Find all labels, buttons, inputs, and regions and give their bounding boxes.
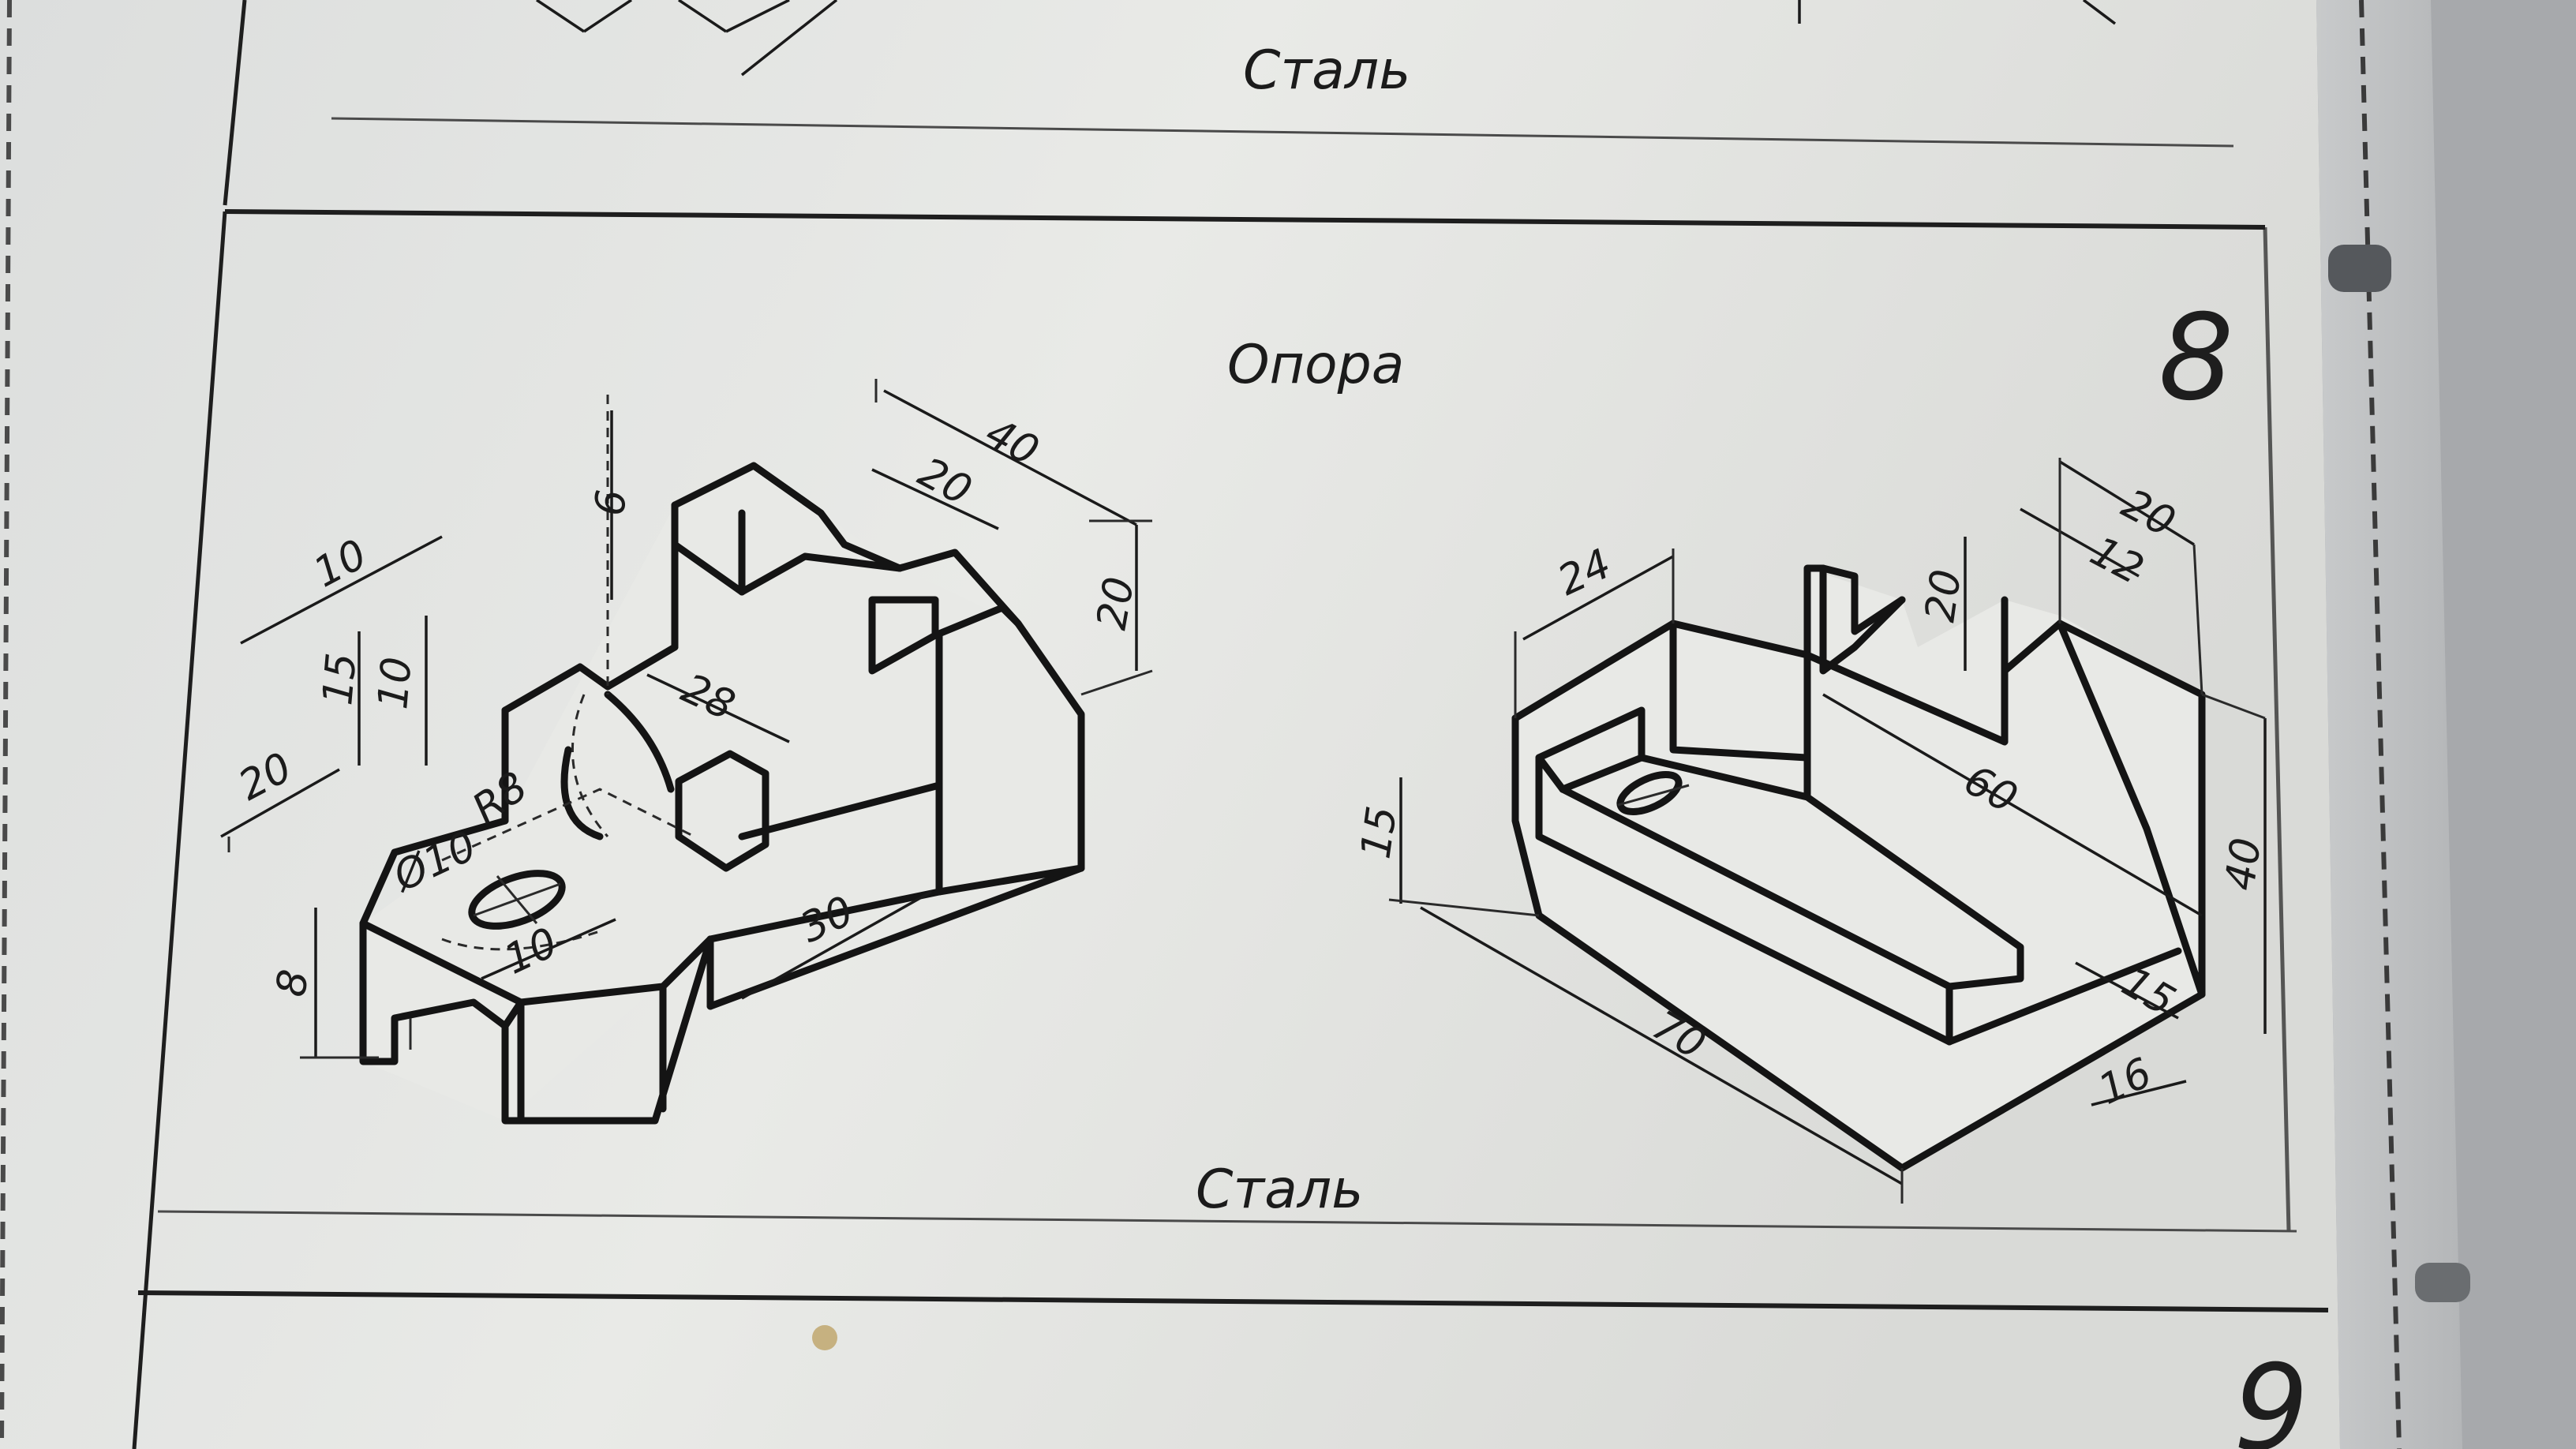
next-card-number: 9 [2233, 1340, 2308, 1449]
dim-40: 40 [2216, 835, 2271, 893]
left-isometric-view: 40 20 20 6 10 15 10 28 R8 20 Ø10 10 30 8 [220, 379, 1153, 1125]
dim-15-left: 15 [1352, 803, 1406, 862]
top-material-label: Сталь [1243, 39, 1410, 102]
dim-10-mid: 10 [369, 655, 421, 711]
card-number: 8 [2159, 290, 2233, 427]
previous-card-remnant: Сталь [536, 0, 2117, 102]
binding-ring-icon [2415, 1263, 2470, 1302]
part-title: Опора [1227, 334, 1404, 396]
dim-6: 6 [586, 488, 636, 518]
right-isometric-view: 24 20 20 12 60 15 40 15 16 70 [1352, 458, 2271, 1204]
dim-20-right: 20 [1088, 574, 1144, 634]
card-frame [132, 0, 2329, 1449]
dim-15: 15 [314, 651, 366, 707]
material-label: Сталь [1196, 1159, 1363, 1221]
binding-ring-icon [2328, 245, 2391, 292]
dim-20-vertical: 20 [1916, 567, 1971, 625]
paper-stain [812, 1325, 837, 1350]
